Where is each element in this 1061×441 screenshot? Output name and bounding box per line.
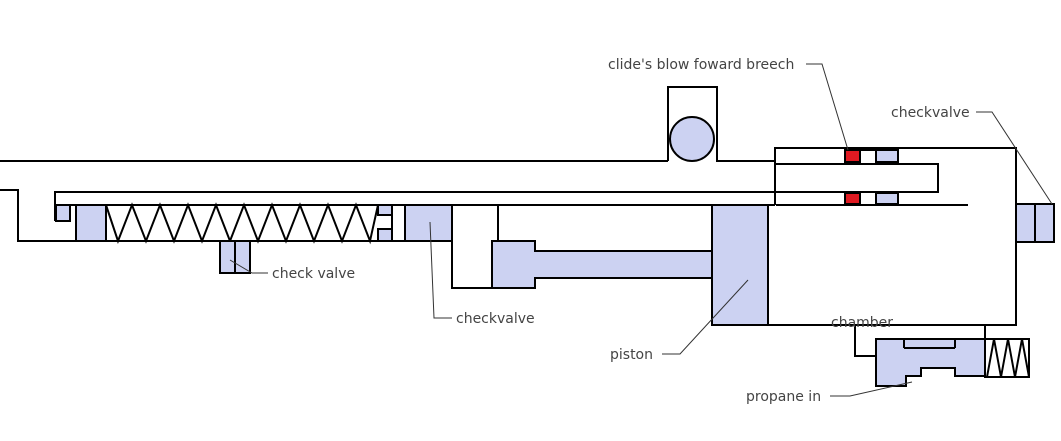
main-chamber bbox=[768, 147, 1017, 326]
checkvalve-mid-body bbox=[404, 204, 453, 242]
label-propane-in: propane in bbox=[746, 389, 821, 405]
label-breech: clide's blow foward breech bbox=[608, 57, 794, 73]
leader-lines bbox=[229, 63, 1053, 397]
spring-housing-right-block-2 bbox=[377, 228, 393, 242]
label-piston: piston bbox=[610, 347, 653, 363]
label-checkvalve-right: checkvalve bbox=[891, 105, 970, 121]
collar-top-blue bbox=[875, 149, 899, 163]
outer-housing bbox=[0, 86, 775, 242]
collar-bottom-blue bbox=[875, 192, 899, 205]
ball bbox=[669, 116, 715, 162]
spring-housing-left-block bbox=[75, 204, 107, 242]
spring-left bbox=[105, 202, 379, 245]
left-stop bbox=[55, 204, 71, 222]
label-chamber: chamber bbox=[831, 315, 893, 331]
seal-top-left bbox=[844, 149, 861, 163]
spring-right bbox=[986, 338, 1030, 378]
seal-bottom-left bbox=[844, 192, 861, 205]
piston-chamber-walls bbox=[451, 205, 499, 289]
piston-rod bbox=[491, 240, 713, 289]
label-checkvalve-mid: checkvalve bbox=[456, 311, 535, 327]
label-check-valve-left: check valve bbox=[272, 266, 355, 282]
spring-housing-right-block bbox=[377, 204, 393, 216]
propane-valve-body bbox=[875, 338, 986, 387]
piston-head bbox=[711, 204, 769, 326]
